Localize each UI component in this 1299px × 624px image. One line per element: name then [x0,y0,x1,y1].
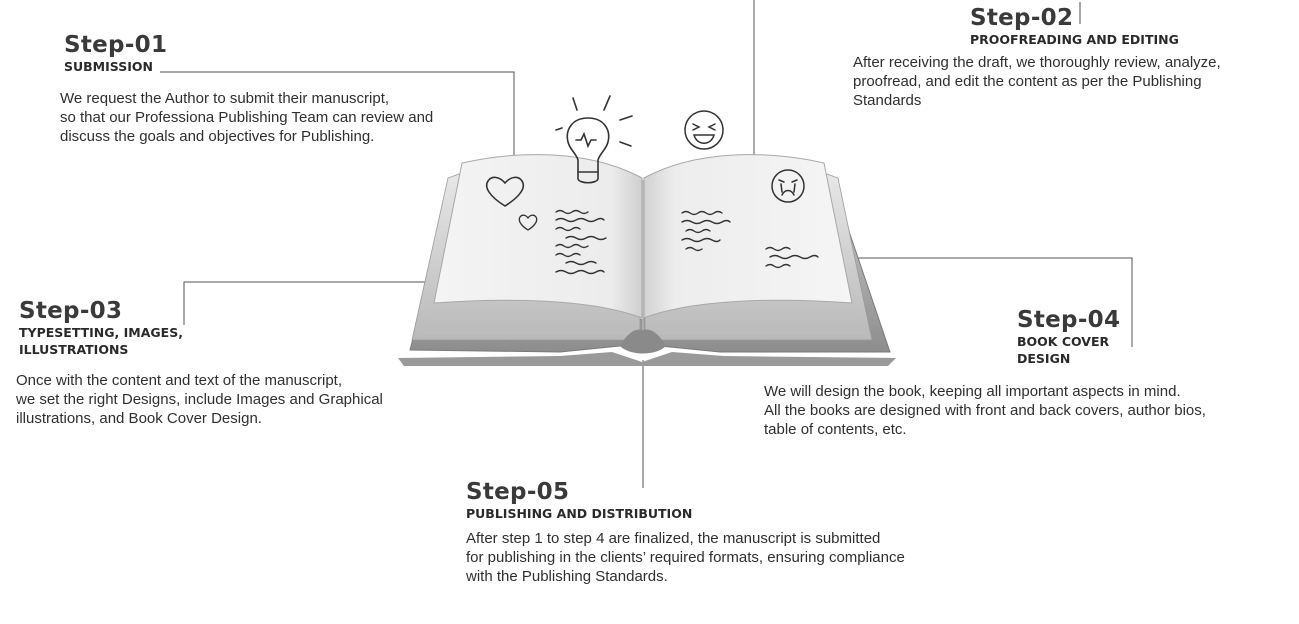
step-subtitle-line: SUBMISSION [64,59,153,74]
small-heart-icon [518,214,538,231]
step-subtitle-line: ILLUSTRATIONS [19,342,129,357]
connector-step-03 [183,281,505,325]
step-subtitle: SUBMISSION [64,58,167,75]
step-title: Step-02 [970,5,1074,31]
description-line: table of contents, etc. [764,421,907,438]
step-05-block: Step-05 PUBLISHING AND DISTRIBUTION [466,479,692,522]
description-line: We request the Author to submit their ma… [60,90,390,107]
description-line: After receiving the draft, we thoroughly… [853,54,1221,71]
description-line: After step 1 to step 4 are finalized, th… [466,530,881,547]
step-subtitle: PUBLISHING AND DISTRIBUTION [466,505,692,522]
step-title: Step-05 [466,479,570,505]
crying-face-icon [771,169,805,203]
step-01-block: Step-01 SUBMISSION [64,32,167,75]
description-line: for publishing in the clients’ required … [466,549,905,566]
open-book [398,154,896,366]
connector-step-04 [805,257,1133,347]
step-05-description: After step 1 to step 4 are finalized, th… [466,529,905,586]
step-title: Step-04 [1017,307,1121,333]
description-line: discuss the goals and objectives for Pub… [60,128,375,145]
step-01-description: We request the Author to submit their ma… [60,89,433,146]
step-title: Step-01 [64,32,168,58]
step-02-block: Step-02 PROOFREADING AND EDITING [970,5,1179,48]
description-line: Once with the content and text of the ma… [16,372,343,389]
description-line: so that our Professiona Publishing Team … [60,109,434,126]
description-line: illustrations, and Book Cover Design. [16,410,262,427]
step-subtitle-line: TYPESETTING, IMAGES, [19,325,183,340]
description-line: with the Publishing Standards. [466,568,668,585]
description-line: We will design the book, keeping all imp… [764,383,1181,400]
step-03-block: Step-03 TYPESETTING, IMAGES, ILLUSTRATIO… [19,298,183,358]
heart-icon [485,176,525,207]
description-line: All the books are designed with front an… [764,402,1206,419]
connector-step-01 [160,71,515,155]
step-subtitle-line: PUBLISHING AND DISTRIBUTION [466,506,693,521]
connector-lines [160,0,1133,488]
step-subtitle: TYPESETTING, IMAGES, ILLUSTRATIONS [19,324,183,358]
step-03-description: Once with the content and text of the ma… [16,371,383,428]
step-title: Step-03 [19,298,123,324]
step-04-description: We will design the book, keeping all imp… [764,382,1206,439]
step-subtitle-line: PROOFREADING AND EDITING [970,32,1179,47]
step-subtitle-line: BOOK COVER [1017,334,1110,349]
step-subtitle-line: DESIGN [1017,351,1071,366]
step-subtitle: BOOK COVER DESIGN [1017,333,1120,367]
step-subtitle: PROOFREADING AND EDITING [970,31,1179,48]
laughing-face-icon [684,110,724,150]
scribble-text-icon [555,209,819,275]
description-line: Standards [853,92,922,109]
description-line: proofread, and edit the content as per t… [853,73,1202,90]
step-04-block: Step-04 BOOK COVER DESIGN [1017,307,1120,367]
lightbulb-icon [555,95,633,184]
step-02-description: After receiving the draft, we thoroughly… [853,53,1221,110]
description-line: we set the right Designs, include Images… [16,391,383,408]
